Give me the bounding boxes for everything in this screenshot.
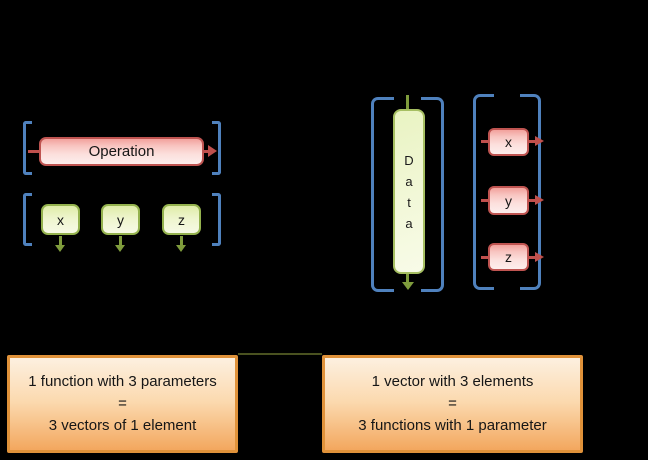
params-bracket-left-icon [23, 193, 32, 246]
element-y-inbound-line-icon [481, 199, 488, 202]
operation-right-arrow-icon [208, 145, 217, 157]
caption-right-line3: 3 functions with 1 parameter [358, 417, 547, 434]
element-z-inbound-line-icon [481, 256, 488, 259]
operation-bracket-left-icon [23, 121, 32, 175]
data-inbound-line-icon [406, 95, 409, 110]
param-y-down-arrow-icon [115, 245, 125, 252]
param-box-x: x [41, 204, 80, 235]
params-bracket-right-icon [212, 193, 221, 246]
data-bracket-left-icon [371, 97, 394, 292]
element-box-x-label: x [505, 134, 512, 150]
data-letter: a [405, 173, 413, 189]
caption-right-equals: = [448, 395, 457, 412]
element-box-z: z [488, 243, 529, 271]
element-z-right-arrow-icon [535, 252, 544, 262]
element-x-arrow-shaft-icon [528, 140, 536, 143]
element-x-inbound-line-icon [481, 140, 488, 143]
caption-left-line1: 1 function with 3 parameters [28, 373, 217, 390]
element-box-z-label: z [505, 249, 512, 265]
data-letter: t [407, 194, 411, 210]
caption-box-left: 1 function with 3 parameters = 3 vectors… [7, 355, 238, 453]
data-down-arrow-icon [402, 282, 414, 290]
element-x-right-arrow-icon [535, 136, 544, 146]
param-x-arrow-shaft-icon [59, 236, 62, 246]
element-box-x: x [488, 128, 529, 156]
element-y-arrow-shaft-icon [528, 199, 536, 202]
data-arrow-shaft-icon [406, 274, 409, 283]
operation-bracket-right-icon [212, 121, 221, 175]
caption-box-right: 1 vector with 3 elements = 3 functions w… [322, 355, 583, 453]
param-box-x-label: x [57, 211, 64, 228]
caption-right-line1: 1 vector with 3 elements [371, 373, 534, 390]
data-letter: D [404, 152, 414, 168]
data-bracket-right-icon [421, 97, 444, 292]
param-box-z-label: z [178, 211, 185, 228]
param-z-arrow-shaft-icon [180, 236, 183, 246]
param-box-y: y [101, 204, 140, 235]
param-box-y-label: y [117, 211, 124, 228]
operation-arrow-shaft-icon [203, 150, 209, 153]
element-z-arrow-shaft-icon [528, 256, 536, 259]
param-z-down-arrow-icon [176, 245, 186, 252]
data-box: D a t a [393, 109, 425, 274]
element-y-right-arrow-icon [535, 195, 544, 205]
data-letter: a [405, 215, 413, 231]
elements-bracket-left-icon [473, 94, 494, 290]
operation-box: Operation [39, 137, 204, 166]
param-box-z: z [162, 204, 201, 235]
operation-box-label: Operation [88, 143, 155, 160]
caption-left-line3: 3 vectors of 1 element [48, 417, 197, 434]
caption-left-equals: = [118, 395, 127, 412]
param-x-down-arrow-icon [55, 245, 65, 252]
elements-bracket-right-icon [520, 94, 541, 290]
element-box-y-label: y [505, 192, 512, 209]
operation-inbound-line-icon [28, 150, 39, 153]
element-box-y: y [488, 186, 529, 215]
param-y-arrow-shaft-icon [119, 236, 122, 246]
caption-connector-line [238, 353, 322, 355]
